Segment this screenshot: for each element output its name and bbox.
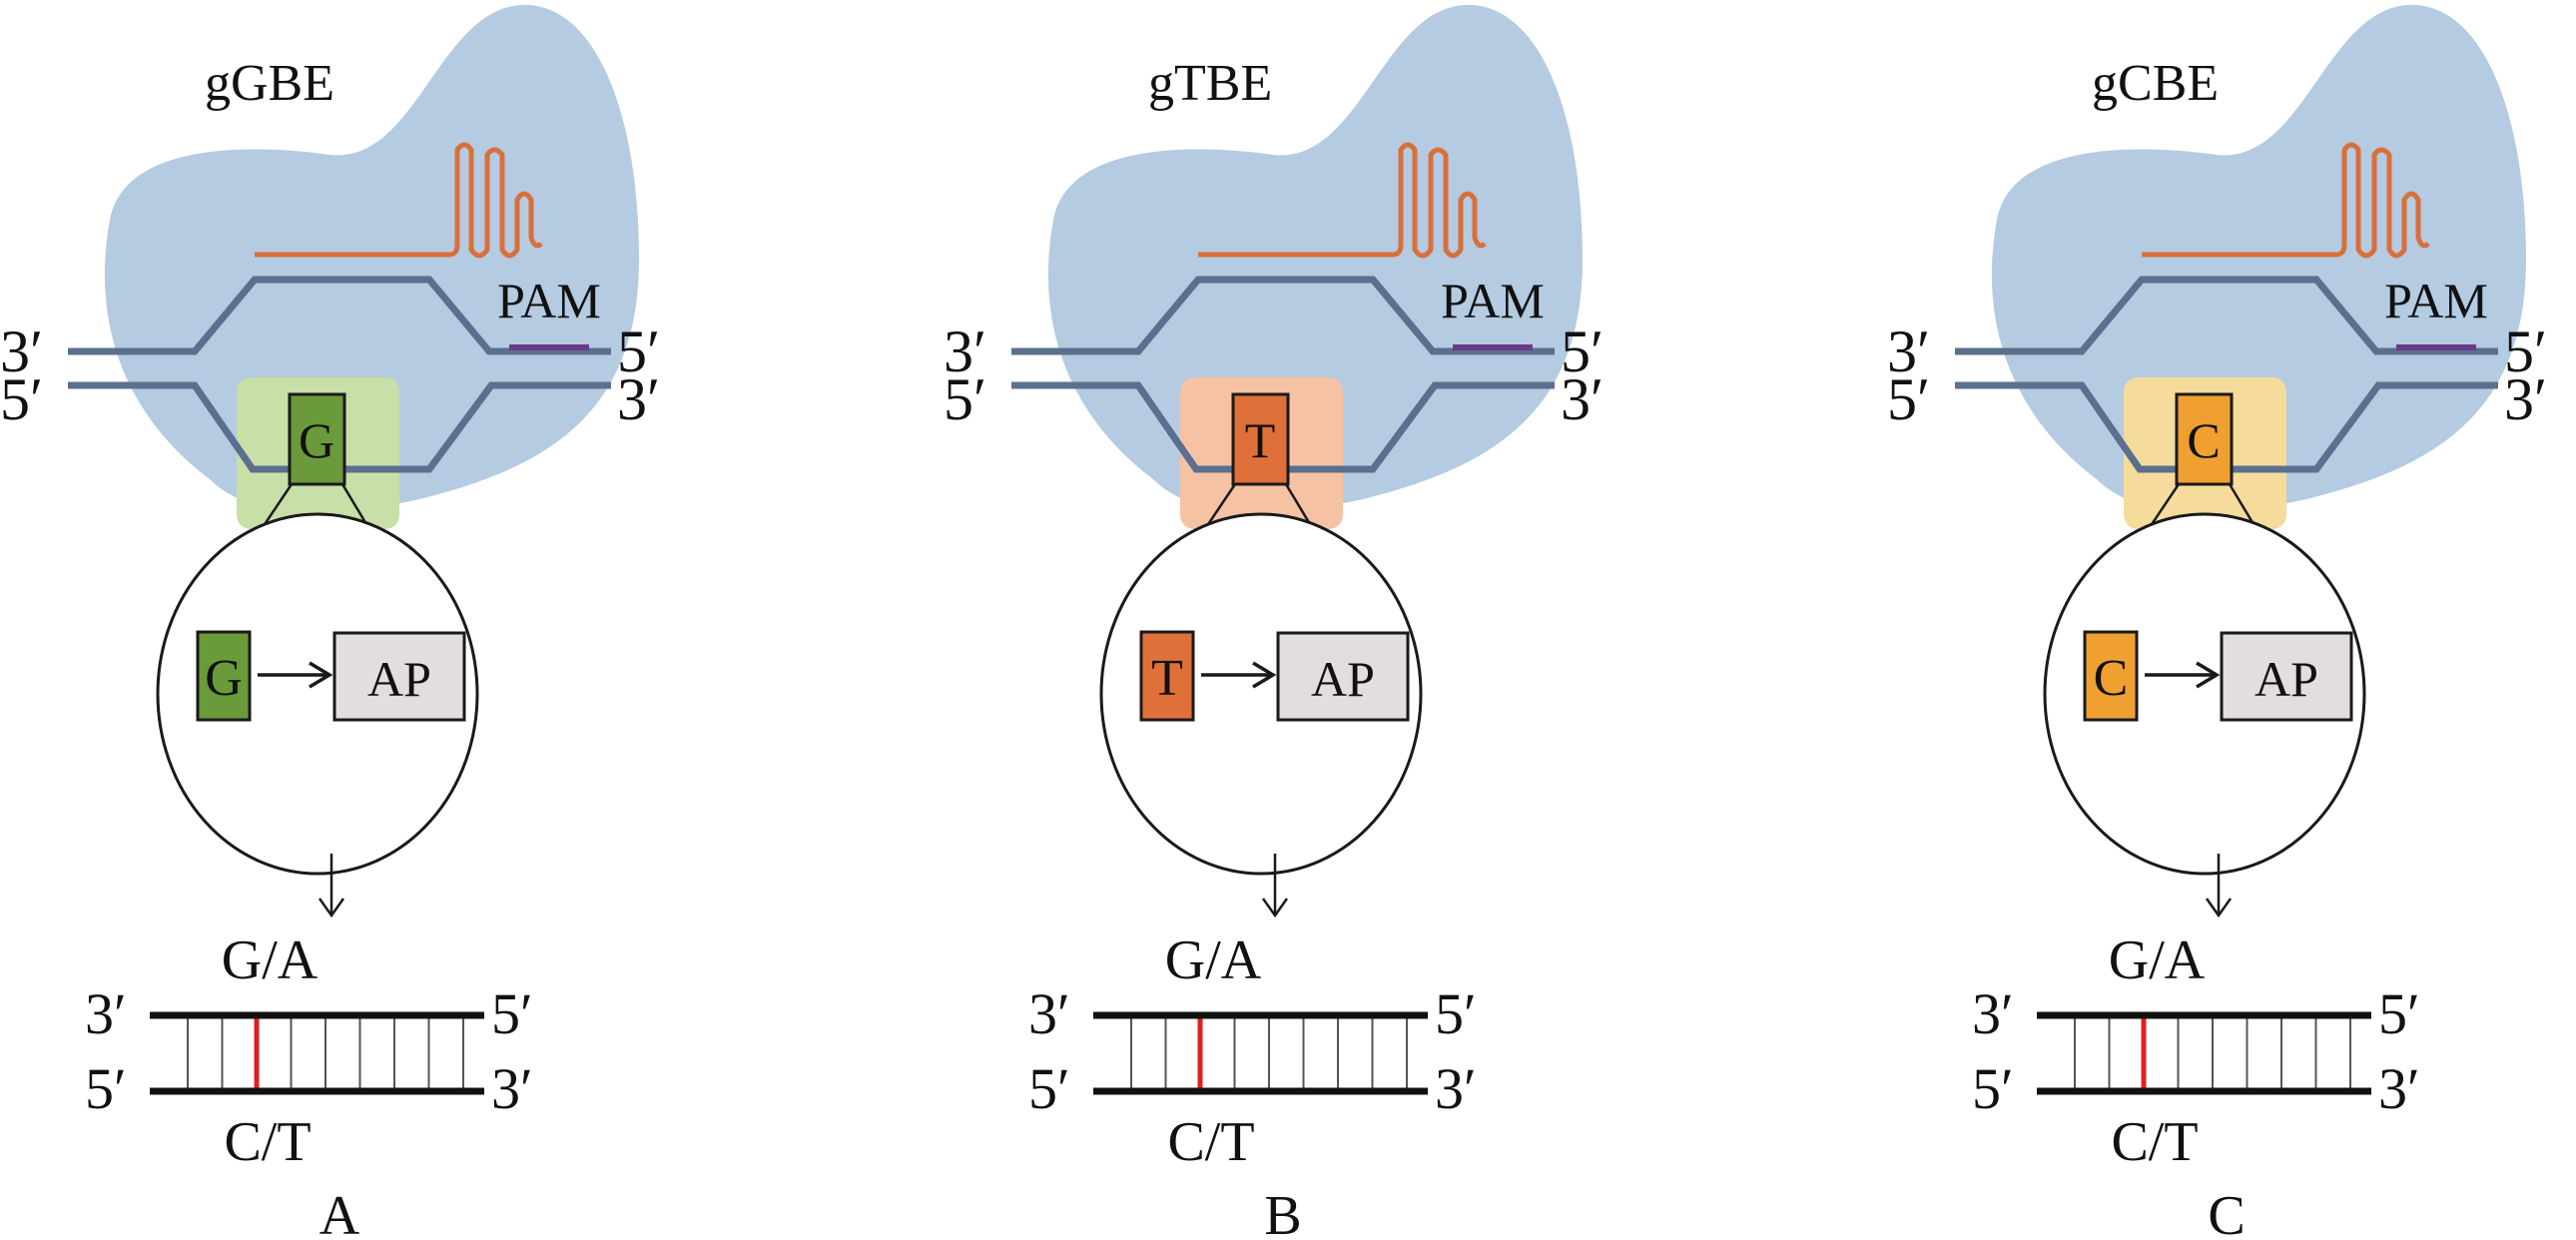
ladder-bottom-left-label: 5′	[1972, 1056, 2014, 1121]
ladder-top-left-label: 3′	[1972, 981, 2014, 1046]
strand-top-left-label: 3′	[1887, 318, 1930, 384]
down-arrow-head	[2205, 898, 2233, 919]
ap-site-label: AP	[367, 651, 431, 707]
strand-bottom-left-label: 5′	[944, 366, 986, 432]
strand-top-left-label: 3′	[0, 318, 43, 384]
guide-rna	[1198, 142, 1487, 259]
inner-base-box	[2083, 630, 2139, 722]
strand-bottom-right-label: 3′	[2504, 366, 2547, 432]
target-base-box	[1231, 392, 1290, 486]
ladder-top-base-label: G/A	[222, 930, 319, 991]
ap-site-box	[2220, 631, 2353, 722]
ladder-top-right-label: 5′	[2378, 981, 2420, 1046]
ladder-top-right-label: 5′	[1435, 981, 1477, 1046]
conversion-arrow-head	[1252, 661, 1277, 689]
ladder-bottom-right-label: 3′	[2378, 1056, 2420, 1121]
strand-top-right-label: 5′	[617, 318, 660, 384]
zoom-circle	[156, 512, 479, 876]
target-base-label: T	[1245, 412, 1276, 468]
guide-rna	[255, 142, 543, 259]
ladder-bottom-left-label: 5′	[85, 1056, 127, 1121]
guide-rna	[2142, 142, 2430, 259]
ladder-bottom-right-label: 3′	[491, 1056, 533, 1121]
target-base-box	[288, 392, 346, 486]
panel-caption: B	[1264, 1185, 1301, 1240]
inner-base-label: G	[205, 650, 243, 707]
down-arrow-head	[318, 898, 345, 919]
inner-base-box	[1139, 630, 1195, 722]
ladder-top-left-label: 3′	[1028, 981, 1070, 1046]
ladder-top-base-label: G/A	[2109, 930, 2206, 991]
pam-label: PAM	[1441, 273, 1545, 328]
conversion-arrow-head	[2196, 661, 2221, 689]
editor-label: gGBE	[205, 55, 334, 112]
editor-label: gCBE	[2092, 55, 2219, 112]
editor-label: gTBE	[1148, 55, 1272, 112]
conversion-arrow-head	[309, 661, 333, 689]
ap-site-label: AP	[2254, 651, 2318, 707]
ladder-top-right-label: 5′	[491, 981, 533, 1046]
strand-top-right-label: 5′	[2504, 318, 2547, 384]
target-base-label: C	[2187, 412, 2220, 468]
panel-caption: A	[320, 1185, 360, 1240]
strand-top-right-label: 5′	[1561, 318, 1604, 384]
ladder-bottom-left-label: 5′	[1028, 1056, 1070, 1121]
strand-bottom-left-label: 5′	[0, 366, 43, 432]
inner-base-label: C	[2094, 650, 2129, 707]
dna-top-strand	[68, 276, 611, 355]
ap-site-box	[1276, 631, 1410, 722]
ladder-bottom-base-label: C/T	[224, 1111, 311, 1173]
zoom-circle	[2043, 512, 2366, 876]
ladder-bottom-base-label: C/T	[2111, 1111, 2198, 1173]
zoom-circle	[1099, 512, 1423, 876]
ladder-top-base-label: G/A	[1165, 930, 1262, 991]
ap-site-box	[332, 631, 466, 722]
target-base-box	[2175, 392, 2234, 486]
panel-caption: C	[2208, 1185, 2245, 1240]
inner-base-box	[196, 630, 252, 722]
pam-label: PAM	[497, 273, 601, 328]
down-arrow-head	[1261, 898, 1289, 919]
inner-base-label: T	[1151, 650, 1183, 707]
strand-top-left-label: 3′	[944, 318, 986, 384]
dna-top-strand	[1011, 276, 1555, 355]
pam-label: PAM	[2384, 273, 2488, 328]
strand-bottom-right-label: 3′	[1561, 366, 1604, 432]
ladder-top-left-label: 3′	[85, 981, 127, 1046]
strand-bottom-right-label: 3′	[617, 366, 660, 432]
ladder-bottom-base-label: C/T	[1167, 1111, 1254, 1173]
ladder-bottom-right-label: 3′	[1435, 1056, 1477, 1121]
strand-bottom-left-label: 5′	[1887, 366, 1930, 432]
ap-site-label: AP	[1311, 651, 1375, 707]
dna-top-strand	[1955, 276, 2498, 355]
target-base-label: G	[299, 412, 334, 468]
